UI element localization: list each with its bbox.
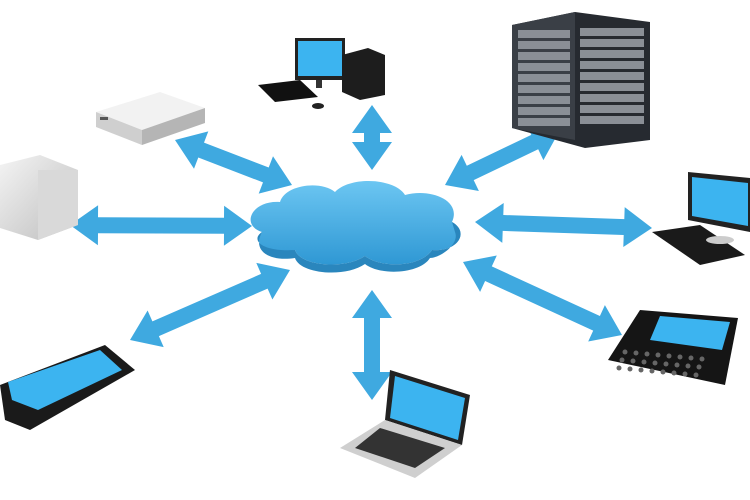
rack-slot [580,39,644,47]
phone-key [677,354,683,360]
phone-key [666,353,672,359]
phone-key [682,371,688,377]
double-arrow [352,105,392,170]
laptop-icon [340,370,470,478]
double-arrow [352,290,392,400]
phone-key [652,360,658,366]
phone-key [633,350,639,356]
phone-key [696,364,702,370]
rack-slot [580,61,644,69]
phone-key [644,351,650,357]
blackberry-phone-icon [608,310,738,385]
monitor-keyboard-icon [652,172,750,265]
phone-key [685,363,691,369]
rack-slot [518,96,570,104]
double-arrow [70,205,252,246]
phone-key [663,361,669,367]
double-arrow [130,262,290,348]
rack-slot [580,83,644,91]
phone-key [638,367,644,373]
rack-slot [518,30,570,38]
rack-slot [518,63,570,71]
phone-key [674,362,680,368]
double-arrow [463,255,622,342]
set-top-box-icon [96,92,205,145]
double-arrow [475,203,652,247]
phone-key [660,369,666,375]
rack-slot [518,74,570,82]
rack-slot [518,118,570,126]
rack-slot [580,50,644,58]
desktop-computer-icon [258,38,385,109]
phone-key [630,358,636,364]
phone-key [649,368,655,374]
phone-key [622,349,628,355]
rack-slot [580,116,644,124]
phone-key [627,366,633,372]
phone-key [619,357,625,363]
phone-key [693,372,699,378]
smartphone-icon [0,345,135,430]
rack-slot [518,52,570,60]
arrows-group [70,105,652,400]
rack-slot [580,105,644,113]
phone-key [641,359,647,365]
rack-slot [518,107,570,115]
rack-slot [580,28,644,36]
phone-key [655,352,661,358]
rack-slot [580,72,644,80]
double-arrow [175,131,292,194]
rack-slot [580,94,644,102]
rack-slot [518,41,570,49]
server-tower-icon [0,155,78,240]
rack-slot [518,85,570,93]
phone-key [688,355,694,361]
double-arrow [445,124,560,191]
phone-key [671,370,677,376]
cloud-icon [250,181,461,273]
server-rack-icon [512,12,650,148]
phone-key [699,356,705,362]
phone-key [616,365,622,371]
